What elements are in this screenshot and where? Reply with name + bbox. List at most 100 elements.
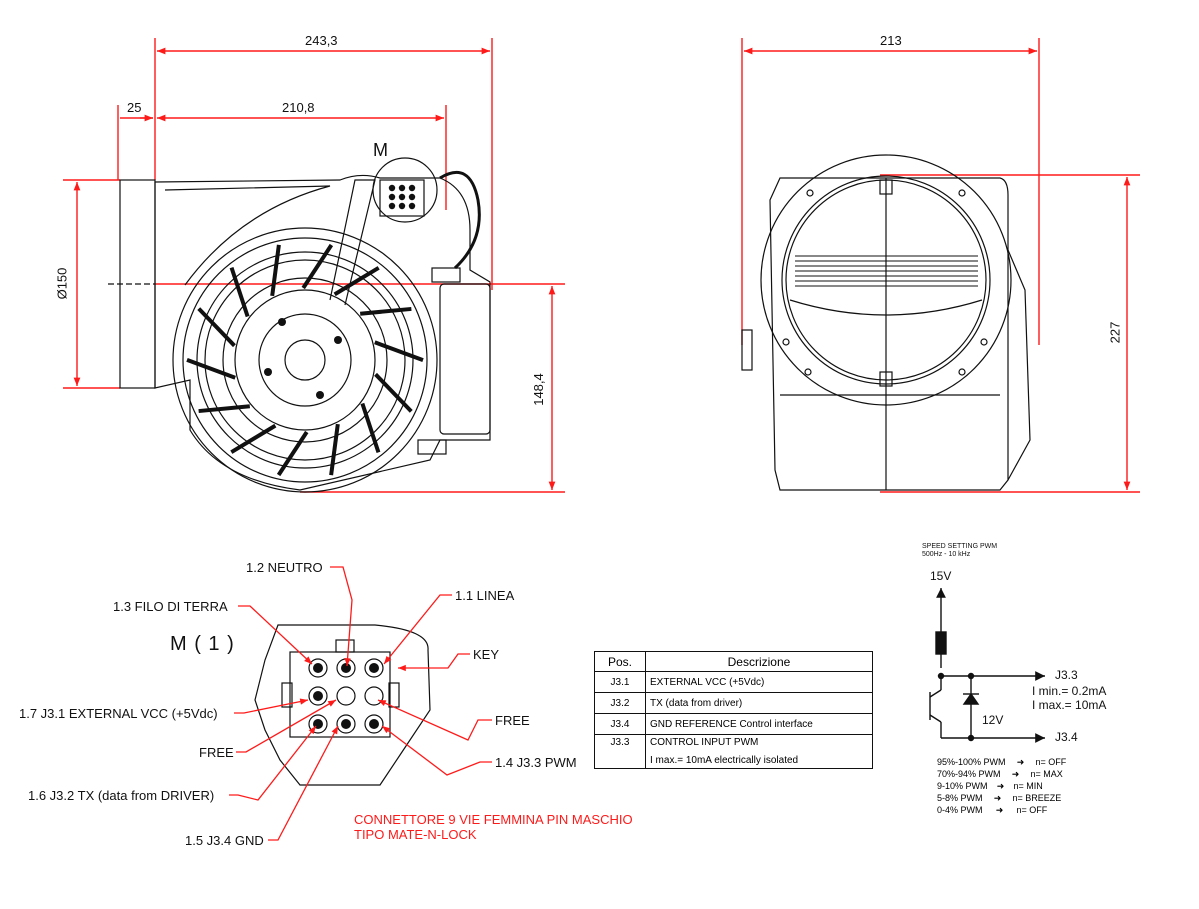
- connector-pin: [364, 686, 384, 706]
- dim-flange-width: 25: [127, 100, 142, 115]
- pin-desc-line1: CONTROL INPUT PWM: [650, 737, 759, 748]
- pin-table-header: Pos. Descrizione: [594, 651, 873, 672]
- pin-desc: TX (data from driver): [645, 692, 873, 714]
- connector-pin-contact: [369, 663, 379, 673]
- mini-pin: [408, 184, 416, 192]
- impeller-spoke: [360, 402, 381, 453]
- pwm-row: 9-10% PWM ➜ n= MIN: [937, 780, 1066, 792]
- pin-pos: J3.3: [594, 734, 646, 769]
- mini-pin: [398, 202, 406, 210]
- dim-body-width: 210,8: [282, 100, 315, 115]
- dim-overall-width: 243,3: [305, 33, 338, 48]
- pwm-speed-table: 95%-100% PWM ➜ n= OFF 70%-94% PWM ➜ n= MAX 9…: [937, 756, 1066, 816]
- connector-tag-m: M: [373, 140, 388, 160]
- connector-pin-contact: [341, 719, 351, 729]
- mini-pin: [398, 184, 406, 192]
- pwm-range: 9-10% PWM: [937, 781, 988, 791]
- output-j33: J3.3: [1055, 668, 1078, 682]
- arrow-icon: ➜: [1011, 769, 1020, 779]
- callout-tx: 1.6 J3.2 TX (data from DRIVER): [28, 788, 215, 803]
- callout-linea: 1.1 LINEA: [455, 588, 515, 603]
- pwm-row: 70%-94% PWM ➜ n= MAX: [937, 768, 1066, 780]
- pin-pos: J3.2: [594, 692, 646, 714]
- pwm-schematic: [929, 588, 1045, 743]
- impeller-spoke: [276, 430, 309, 477]
- supply-voltage: 15V: [930, 569, 952, 583]
- table-row: J3.4 GND REFERENCE Control interface: [594, 713, 873, 735]
- pin-pos: J3.1: [594, 671, 646, 693]
- impeller-spoke: [230, 423, 277, 454]
- pwm-range: 5-8% PWM: [937, 793, 983, 803]
- connector-note: CONNETTORE 9 VIE FEMMINA PIN MASCHIO TIP…: [354, 812, 633, 842]
- grille-louvers: [795, 255, 978, 287]
- mini-pin: [388, 193, 396, 201]
- callout-neutro: 1.2 NEUTRO: [246, 560, 323, 575]
- zener-voltage: 12V: [982, 713, 1004, 727]
- header-descrizione: Descrizione: [645, 651, 873, 672]
- output-j34: J3.4: [1055, 730, 1078, 744]
- pin-desc-line2: I max.= 10mA electrically isolated: [650, 755, 799, 766]
- pwm-row: 0-4% PWM ➜ n= OFF: [937, 804, 1066, 816]
- impeller-spoke: [333, 266, 380, 297]
- impeller-spoke: [374, 340, 424, 363]
- pwm-result: n= MAX: [1030, 769, 1063, 779]
- impeller-spoke: [374, 372, 413, 413]
- impeller-spoke: [301, 243, 334, 290]
- front-view-dimensions: [741, 38, 1140, 493]
- mini-pin: [408, 202, 416, 210]
- side-view-dimensions: [63, 38, 565, 493]
- connector-pin-contact: [341, 663, 351, 673]
- impeller-spoke: [197, 307, 236, 348]
- current-min: I min.= 0.2mA: [1032, 684, 1107, 698]
- callout-pwm: 1.4 J3.3 PWM: [495, 755, 577, 770]
- callout-key: KEY: [473, 647, 500, 662]
- callout-free-right: FREE: [495, 713, 530, 728]
- dim-height-side: 148,4: [530, 373, 546, 406]
- schematic-frequency: 500Hz - 10 kHz: [922, 551, 971, 558]
- header-pos: Pos.: [594, 651, 646, 672]
- mini-pin: [388, 202, 396, 210]
- schematic-title: SPEED SETTING PWM: [922, 543, 998, 550]
- table-row: J3.3 CONTROL INPUT PWM I max.= 10mA elec…: [594, 734, 873, 769]
- current-max: I max.= 10mA: [1032, 698, 1107, 712]
- impeller-spoke: [229, 267, 250, 318]
- pwm-result: n= BREEZE: [1012, 793, 1062, 803]
- impeller-spokes: [186, 243, 424, 477]
- pwm-result: n= OFF: [1035, 757, 1067, 767]
- impeller-spoke: [198, 404, 251, 414]
- callout-free-left: FREE: [199, 745, 234, 760]
- dim-front-height: 227: [1107, 321, 1123, 344]
- table-row: J3.1 EXTERNAL VCC (+5Vdc): [594, 671, 873, 693]
- connector-pin-contact: [313, 691, 323, 701]
- pin-desc: CONTROL INPUT PWM I max.= 10mA electrica…: [645, 734, 873, 769]
- pwm-result: n= OFF: [1016, 805, 1048, 815]
- pwm-row: 5-8% PWM➜n= BREEZE: [937, 792, 1066, 804]
- side-view-blower: [108, 157, 491, 493]
- connector-note-line2: TIPO MATE-N-LOCK: [354, 827, 477, 842]
- pwm-range: 70%-94% PWM: [937, 769, 1001, 779]
- impeller-spoke: [329, 423, 340, 476]
- connector-title: M ( 1 ): [170, 633, 235, 655]
- mini-pin: [398, 193, 406, 201]
- pwm-range: 0-4% PWM: [937, 805, 983, 815]
- impeller-spoke: [270, 244, 281, 297]
- callout-leaders: [229, 566, 492, 841]
- dim-diameter: Ø150: [54, 267, 70, 300]
- connector-pin-contact: [313, 663, 323, 673]
- connector-pin-grid: [308, 658, 384, 734]
- impeller-spoke: [186, 357, 236, 380]
- arrow-icon: ➜: [996, 781, 1005, 791]
- callout-external-vcc: 1.7 J3.1 EXTERNAL VCC (+5Vdc): [19, 706, 218, 721]
- pin-pos: J3.4: [594, 713, 646, 735]
- pwm-range: 95%-100% PWM: [937, 757, 1006, 767]
- dim-front-width: 213: [880, 33, 902, 48]
- arrow-icon: ➜: [1016, 757, 1025, 767]
- impeller-spoke: [359, 306, 412, 316]
- mini-pin: [408, 193, 416, 201]
- pin-desc: GND REFERENCE Control interface: [645, 713, 873, 735]
- callout-filo-di-terra: 1.3 FILO DI TERRA: [113, 599, 228, 614]
- arrow-icon: ➜: [995, 805, 1004, 815]
- connector-detail: [254, 624, 431, 786]
- pwm-result: n= MIN: [1013, 781, 1043, 791]
